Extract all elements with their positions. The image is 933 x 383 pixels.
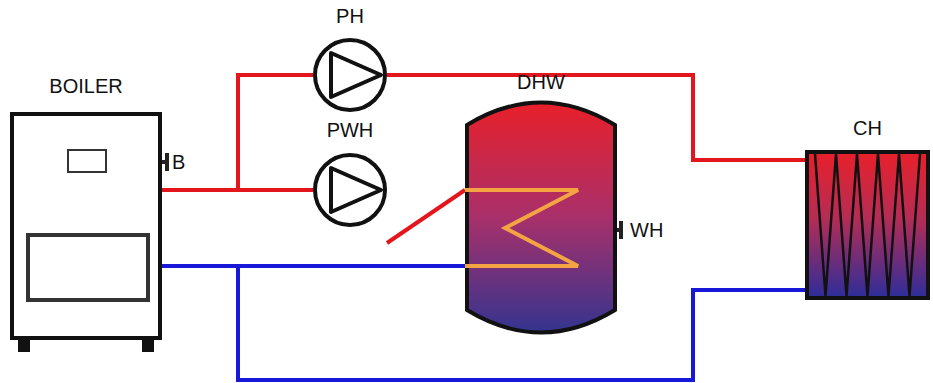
pump-circle: PWH [313, 153, 387, 227]
boiler-box-outline [10, 112, 162, 340]
radiator-box-outline [805, 150, 930, 300]
boiler-box: BOILER [10, 112, 162, 340]
pump-circle: PH [313, 38, 387, 112]
component-label: CH [765, 116, 933, 140]
pump-circle-outline [313, 153, 387, 227]
sensor-label: B [172, 150, 185, 174]
tank-shape-outline [465, 100, 617, 335]
pump-circle-outline [313, 38, 387, 112]
component-label: DHW [425, 70, 657, 94]
pipe [162, 188, 313, 192]
sensor-label: WH [630, 218, 663, 242]
radiator-box: CH [805, 150, 930, 300]
boiler-sensor [162, 153, 168, 171]
component-label: BOILER [0, 74, 202, 98]
component-label: PH [273, 4, 427, 28]
component-label: PWH [273, 118, 427, 142]
tank-shape: DHW [465, 100, 617, 335]
pipe [387, 190, 465, 243]
pipe [162, 75, 313, 190]
